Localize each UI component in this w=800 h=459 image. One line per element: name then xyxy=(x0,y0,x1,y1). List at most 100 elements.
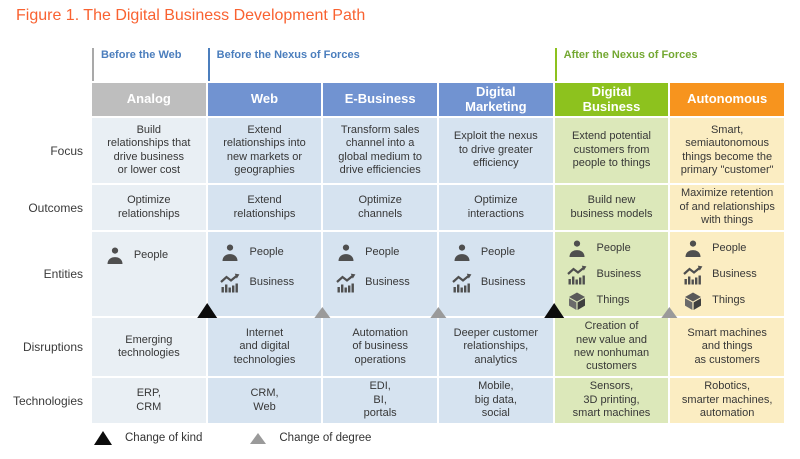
entity-label: People xyxy=(596,242,631,255)
cell-focus-digital-business: Extend potential customers from people t… xyxy=(554,118,669,183)
entity-people-item: People xyxy=(452,243,540,263)
cell-disruptions-analog: Emerging technologies xyxy=(92,318,206,376)
entity-label: Things xyxy=(712,294,746,307)
cell-technologies-web: CRM, Web xyxy=(207,378,322,423)
entity-label: Business xyxy=(712,268,757,281)
row-label-technologies: Technologies xyxy=(12,393,83,408)
entity-label: People xyxy=(133,249,169,262)
cell-entities-web: People Business xyxy=(196,232,322,318)
entity-things-item: Things xyxy=(683,291,771,311)
entity-label: People xyxy=(480,246,516,259)
row-label-outcomes: Outcomes xyxy=(28,200,83,215)
cell-technologies-e-business: EDI, BI, portals xyxy=(323,378,437,423)
column-header-digital-business: Digital Business xyxy=(554,83,669,116)
cell-outcomes-web: Extend relationships xyxy=(207,185,322,230)
cell-disruptions-autonomous: Smart machines and things as customers xyxy=(670,318,784,376)
column-header-digital-marketing: Digital Marketing xyxy=(438,83,553,116)
entities-row: Entities People People Business People xyxy=(18,232,784,318)
entity-label: Things xyxy=(596,294,630,307)
entity-label: Business xyxy=(365,276,410,289)
cell-outcomes-analog: Optimize relationships xyxy=(92,185,206,230)
cell-technologies-digital-business: Sensors, 3D printing, smart machines xyxy=(554,378,669,423)
legend-change-of-degree: Change of degree xyxy=(250,432,371,444)
cell-entities-e-business: People Business xyxy=(314,232,437,318)
person-icon xyxy=(222,244,238,261)
legend-label: Change of kind xyxy=(125,432,203,444)
era-row-spacer xyxy=(18,48,90,81)
entity-business-item: Business xyxy=(567,265,655,285)
change-of-degree-marker xyxy=(314,307,331,318)
cell-entities-digital-business: People Business Things xyxy=(543,232,669,318)
things-cube-icon xyxy=(685,292,702,310)
cell-disruptions-digital-marketing: Deeper customer relationships, analytics xyxy=(438,318,553,376)
business-chart-icon xyxy=(220,273,240,293)
business-chart-icon xyxy=(452,273,472,293)
cell-disruptions-digital-business: Creation of new value and new nonhuman c… xyxy=(554,318,669,376)
entity-people-item: People xyxy=(567,239,655,259)
entity-business-item: Business xyxy=(683,265,771,285)
cell-focus-autonomous: Smart, semiautonomous things become the … xyxy=(670,118,784,183)
era-after-nexus-of-forces: After the Nexus of Forces xyxy=(554,48,784,81)
person-icon xyxy=(107,247,123,264)
row-label-disruptions: Disruptions xyxy=(22,340,83,354)
disruptions-row: Disruptions Emerging technologies Intern… xyxy=(18,318,784,376)
entity-things-item: Things xyxy=(567,291,655,311)
cell-focus-e-business: Transform sales channel into a global me… xyxy=(323,118,437,183)
entity-label: Business xyxy=(249,276,295,289)
legend-label: Change of degree xyxy=(279,432,372,444)
cell-outcomes-digital-business: Build new business models xyxy=(554,185,669,230)
cell-outcomes-e-business: Optimize channels xyxy=(323,185,437,230)
entity-label: Business xyxy=(596,268,642,281)
cell-technologies-analog: ERP, CRM xyxy=(92,378,206,423)
cell-entities-analog: People xyxy=(92,232,206,316)
entity-people-item: People xyxy=(336,243,424,263)
person-icon xyxy=(569,240,585,257)
era-before-the-web: Before the Web xyxy=(92,48,206,81)
cell-disruptions-web: Internet and digital technologies xyxy=(207,318,322,376)
cell-outcomes-autonomous: Maximize retention of and relationships … xyxy=(670,185,784,230)
entity-business-item: Business xyxy=(452,273,540,293)
change-of-degree-marker xyxy=(661,307,678,318)
outcomes-row: Outcomes Optimize relationships Extend r… xyxy=(18,185,784,230)
entity-people-item: People xyxy=(683,239,771,259)
change-of-kind-marker xyxy=(196,303,217,318)
cell-focus-digital-marketing: Exploit the nexus to drive greater effic… xyxy=(438,118,553,183)
cell-entities-digital-marketing: People Business xyxy=(430,232,553,318)
cell-focus-analog: Build relationships that drive business … xyxy=(92,118,206,183)
column-header-autonomous: Autonomous xyxy=(670,83,784,116)
entity-business-item: Business xyxy=(336,273,424,293)
cell-disruptions-e-business: Automation of business operations xyxy=(323,318,437,376)
legend: Change of kind Change of degree xyxy=(94,431,371,445)
entity-label: Business xyxy=(480,276,526,289)
entity-label: People xyxy=(712,242,747,255)
header-row-spacer xyxy=(18,83,90,116)
cell-technologies-autonomous: Robotics, smarter machines, automation xyxy=(670,378,784,423)
entity-label: People xyxy=(365,246,400,259)
focus-row: Focus Build relationships that drive bus… xyxy=(18,118,784,183)
column-header-analog: Analog xyxy=(92,83,206,116)
person-icon xyxy=(454,244,470,261)
entity-business-item: Business xyxy=(220,273,308,293)
entity-people-item: People xyxy=(105,246,193,266)
era-bracket-row: Before the Web Before the Nexus of Force… xyxy=(18,48,784,81)
cell-technologies-digital-marketing: Mobile, big data, social xyxy=(438,378,553,423)
change-of-kind-marker xyxy=(543,303,564,318)
black-triangle-icon xyxy=(94,431,112,445)
things-cube-icon xyxy=(569,292,586,310)
gray-triangle-icon xyxy=(250,432,267,444)
entity-label: People xyxy=(249,246,284,259)
entity-people-item: People xyxy=(220,243,308,263)
business-chart-icon xyxy=(567,265,587,285)
era-before-nexus-of-forces: Before the Nexus of Forces xyxy=(207,48,553,81)
legend-change-of-kind: Change of kind xyxy=(94,431,202,445)
business-chart-icon xyxy=(336,273,356,293)
digital-business-path-table: Before the Web Before the Nexus of Force… xyxy=(12,48,784,425)
cell-focus-web: Extend relationships into new markets or… xyxy=(207,118,322,183)
technologies-row: Technologies ERP, CRM CRM, Web EDI, BI, … xyxy=(12,378,784,423)
person-icon xyxy=(338,244,354,261)
person-icon xyxy=(685,240,701,257)
column-header-row: Analog Web E-Business Digital Marketing … xyxy=(18,83,784,116)
business-chart-icon xyxy=(683,265,703,285)
figure-title: Figure 1. The Digital Business Developme… xyxy=(16,7,366,24)
row-label-entities: Entities xyxy=(43,267,83,281)
